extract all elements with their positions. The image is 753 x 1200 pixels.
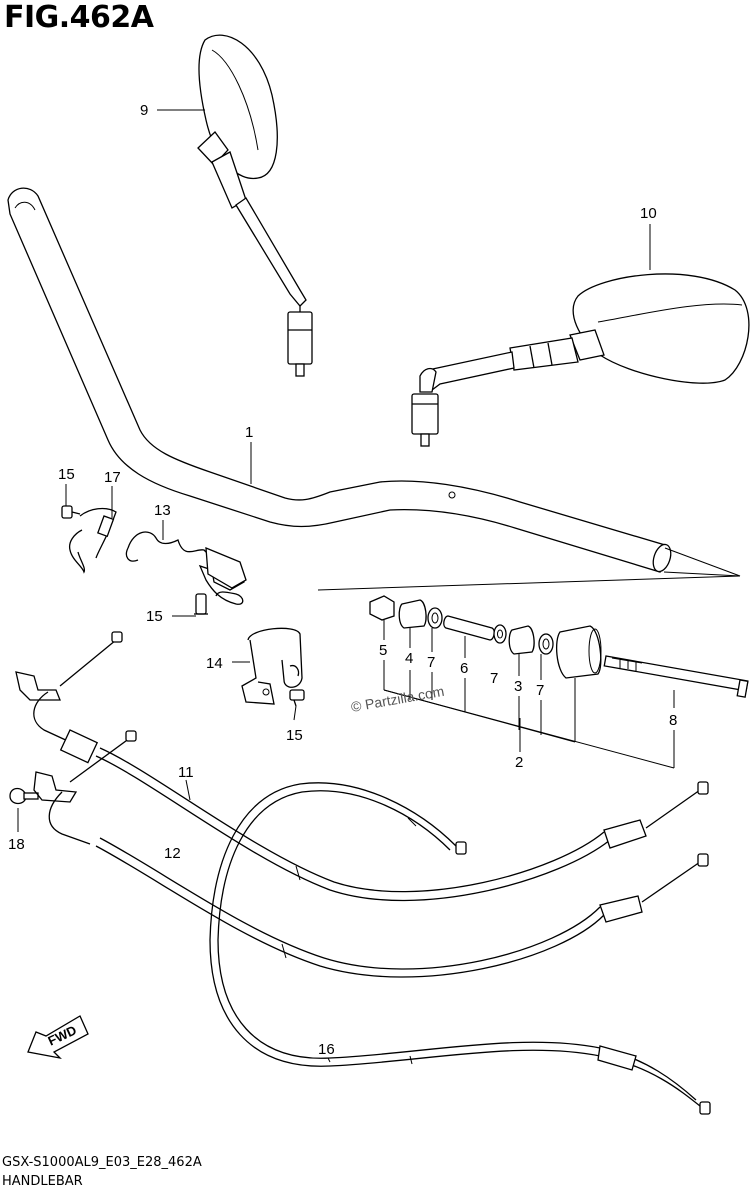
part-11-throttle-cable[interactable] [15,631,709,902]
callout-3[interactable]: 3 [514,678,522,695]
figure-name: HANDLEBAR [2,1174,83,1189]
part-4-collar[interactable] [398,599,427,629]
part-13-wire-guide[interactable] [125,531,247,605]
assembly-leader-lines [383,620,675,769]
part-2-weight[interactable] [555,625,602,679]
callout-2[interactable]: 2 [515,754,523,771]
callout-18[interactable]: 18 [8,836,25,853]
callout-14[interactable]: 14 [206,655,223,672]
callout-6[interactable]: 6 [460,660,468,677]
part-5-bolt[interactable] [369,595,395,621]
callout-15a[interactable]: 15 [58,466,75,483]
part-9-left-mirror[interactable] [197,34,313,377]
callout-15c[interactable]: 15 [286,727,303,744]
part-7-ring-b[interactable] [493,624,507,644]
figure-code: GSX-S1000AL9_E03_E28_462A [2,1155,202,1170]
part-7-ring-c[interactable] [538,633,554,655]
part-14-cable-clamp[interactable] [241,627,303,705]
callout-7b[interactable]: 7 [490,670,498,687]
figure-title: FIG.462A [4,0,154,35]
callout-1[interactable]: 1 [245,424,253,441]
callout-17[interactable]: 17 [104,469,121,486]
watermark: © Partzilla.com [350,683,446,715]
part-7-ring-a[interactable] [427,607,443,629]
callout-9[interactable]: 9 [140,102,148,119]
part-10-right-mirror[interactable] [411,273,750,447]
part-12-throttle-cable[interactable] [33,730,709,978]
part-16-clutch-cable[interactable] [209,782,711,1115]
callout-13[interactable]: 13 [154,502,171,519]
callout-4[interactable]: 4 [405,650,413,667]
callout-5[interactable]: 5 [379,642,387,659]
part-1-handlebar[interactable] [7,187,674,574]
callout-numbers: 9 10 1 15 17 13 15 14 15 5 4 7 6 7 3 7 8… [8,102,677,1058]
part-6-spacer[interactable] [443,615,495,641]
part-18-screw[interactable] [9,787,39,805]
part-3-collar[interactable] [508,625,535,655]
callout-10[interactable]: 10 [640,205,657,222]
part-8-long-bolt[interactable] [603,655,749,698]
callout-leader-lines [17,109,651,1063]
callout-7a[interactable]: 7 [427,654,435,671]
callout-7c[interactable]: 7 [536,682,544,699]
callout-15b[interactable]: 15 [146,608,163,625]
callout-11[interactable]: 11 [178,764,194,781]
part-15-bolt-low[interactable] [289,689,305,707]
part-15-bolt-mid[interactable] [194,593,208,615]
part-17-clamp[interactable] [68,507,117,574]
callout-16[interactable]: 16 [318,1041,335,1058]
callout-12[interactable]: 12 [164,845,181,862]
fwd-arrow-icon: FWD [27,1015,89,1060]
callout-8[interactable]: 8 [669,712,677,729]
part-15-bolt-top[interactable] [61,505,81,519]
